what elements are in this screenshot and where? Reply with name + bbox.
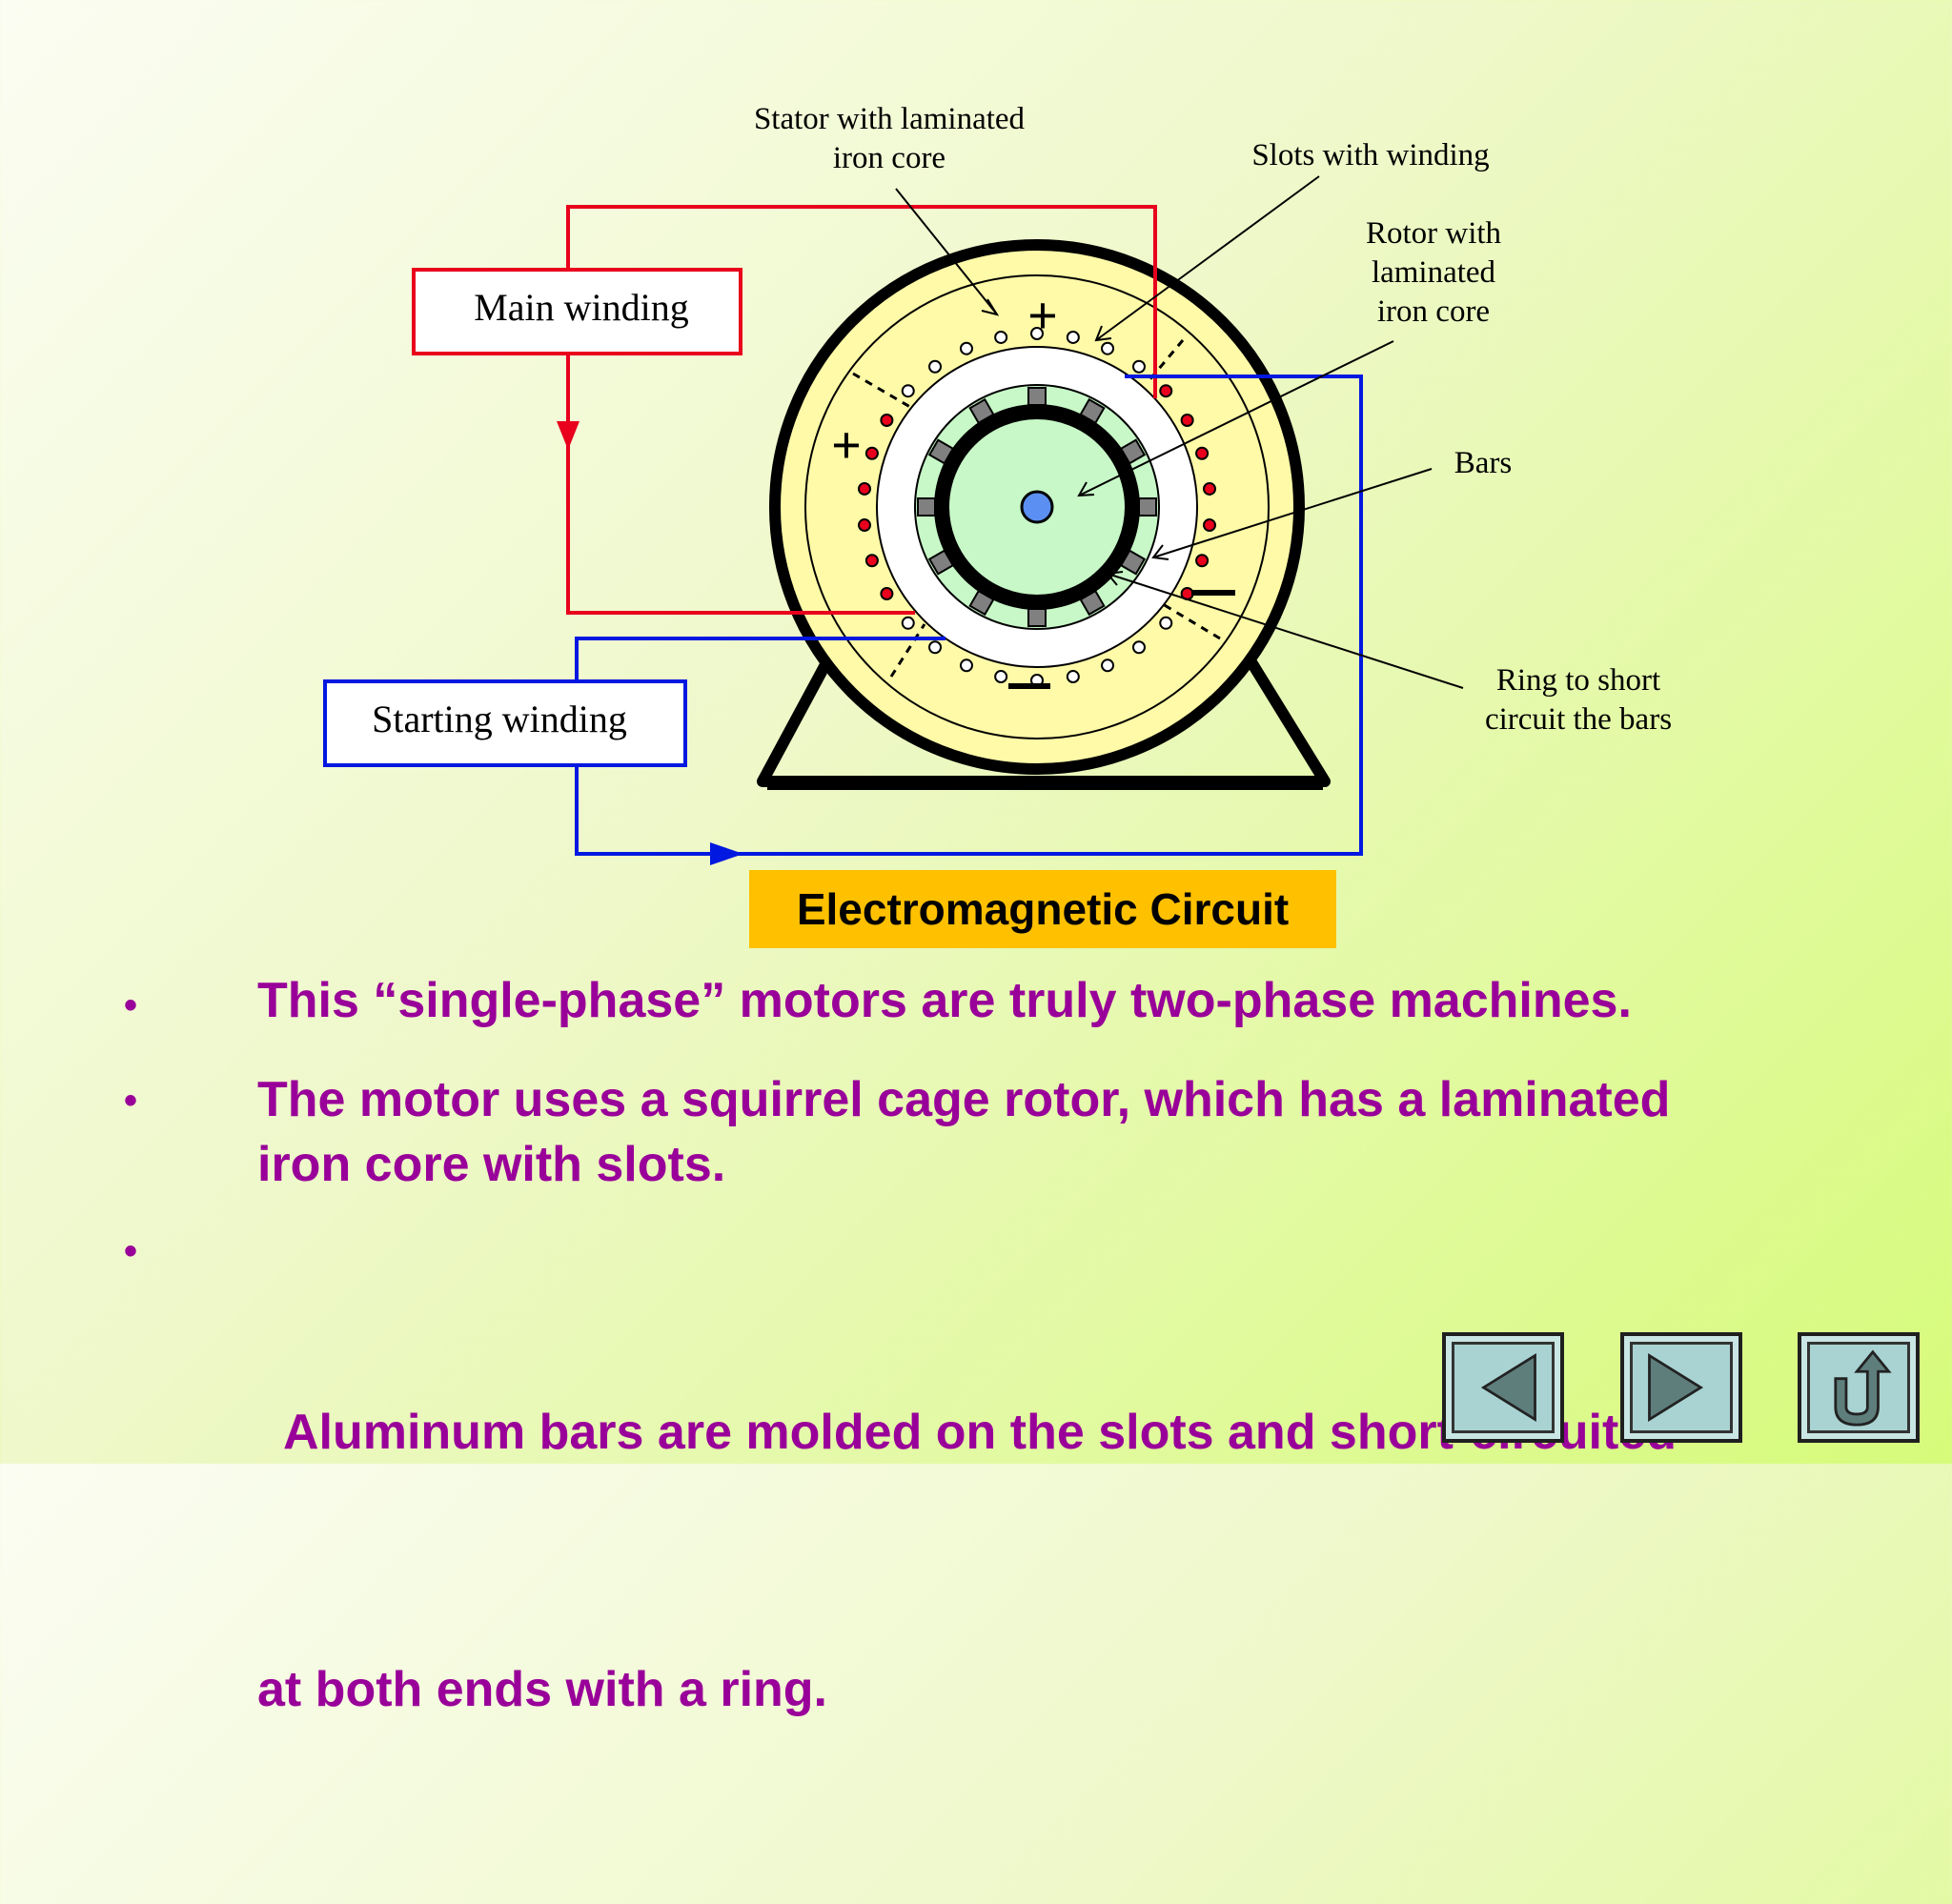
starting-winding-arrow	[710, 842, 743, 865]
motor-diagram: + + Main winding Starting winding Stator…	[323, 102, 1672, 865]
next-slide-button[interactable]	[1620, 1332, 1742, 1443]
slot-conductor	[880, 414, 894, 427]
bars-label: Bars	[1454, 446, 1513, 480]
bullet-marker: •	[124, 984, 138, 1026]
slot-conductor	[928, 640, 943, 655]
previous-slide-button[interactable]	[1442, 1332, 1564, 1443]
rotor-bar	[1119, 549, 1147, 576]
rotor-bar	[927, 438, 955, 465]
rotor-bar	[968, 589, 995, 617]
main-winding-box	[412, 268, 742, 355]
rotor-shaft	[1020, 490, 1054, 524]
slot-conductor	[1101, 658, 1115, 673]
bullet-line: iron core with slots.	[257, 1137, 726, 1192]
starting-winding-label: Starting winding	[372, 698, 627, 740]
plus-top: +	[1027, 287, 1058, 346]
slot-conductor	[857, 481, 871, 496]
slot-conductor	[1203, 518, 1217, 533]
ring-label-line2: circuit the bars	[1485, 702, 1672, 737]
slot-conductor	[1159, 384, 1173, 398]
slot-conductor	[1159, 616, 1173, 630]
slot-conductor	[1066, 670, 1080, 684]
forward-triangle-icon	[1648, 1352, 1704, 1423]
slot-conductor	[994, 330, 1008, 344]
slot-conductor	[959, 658, 973, 673]
slot-conductor	[1131, 359, 1146, 374]
rotor-bar	[1119, 438, 1147, 465]
plus-left: +	[831, 416, 862, 476]
rotor-bar	[1079, 397, 1106, 425]
bullet-text: Aluminum bars are molded on the slots an…	[257, 1218, 1952, 1904]
slots-label: Slots with winding	[1251, 138, 1489, 172]
slot-conductor	[864, 554, 879, 568]
rotor-bar	[968, 397, 995, 425]
slot-conductor	[1131, 640, 1146, 655]
rotor-label-line1: Rotor with	[1366, 216, 1502, 251]
bullet-line: at both ends with a ring.	[257, 1662, 827, 1717]
slot-conductor	[1101, 341, 1115, 355]
bullet-text: This “single-phase” motors are truly two…	[257, 972, 1952, 1029]
slot-conductor	[901, 384, 915, 398]
stator-label-line1: Stator with laminated	[754, 102, 1026, 136]
rotor-bars	[917, 387, 1157, 627]
bullet-marker: •	[124, 1230, 138, 1272]
bullet-text: The motor uses a squirrel cage rotor, wh…	[257, 1067, 1952, 1197]
rotor-bar	[1027, 608, 1047, 627]
slot-conductor	[928, 359, 943, 374]
bullet-line: Aluminum bars are molded on the slots an…	[257, 1405, 1677, 1460]
slot-conductor	[1195, 446, 1210, 460]
return-button[interactable]	[1798, 1332, 1920, 1443]
ring-label-line1: Ring to short	[1496, 663, 1660, 698]
rotor-bar	[927, 549, 955, 576]
slot-conductor	[880, 587, 894, 600]
slot-conductor	[1180, 414, 1194, 427]
rotor-bar	[1079, 589, 1106, 617]
bullet-line: This “single-phase” motors are truly two…	[257, 973, 1632, 1028]
stator-label-line2: iron core	[833, 141, 946, 175]
slot-conductor	[857, 518, 871, 533]
leader-lines	[895, 175, 1464, 689]
starting-winding-box	[323, 679, 687, 767]
main-winding-label: Main winding	[474, 286, 689, 329]
rotor-bar	[917, 497, 936, 517]
bullet-marker: •	[124, 1080, 138, 1122]
rotor-label-line3: iron core	[1377, 294, 1490, 329]
slot-conductor	[1066, 330, 1080, 344]
rotor-bar	[1027, 387, 1047, 406]
rotor-label-line2: laminated	[1372, 255, 1496, 290]
rotor-bar	[1138, 497, 1157, 517]
slot-conductor	[901, 616, 915, 630]
bullet-line: The motor uses a squirrel cage rotor, wh…	[257, 1072, 1671, 1127]
slot-conductors	[857, 327, 1217, 687]
slot-conductor	[1195, 554, 1210, 568]
return-arrow-icon	[1834, 1349, 1892, 1427]
slot-conductor	[1030, 327, 1044, 340]
diagram-caption: Electromagnetic Circuit	[749, 870, 1336, 948]
slot-conductor	[864, 446, 879, 460]
starting-winding-circuit	[575, 375, 1363, 856]
slot-conductor	[994, 670, 1008, 684]
slot-conductor	[1203, 481, 1217, 496]
back-triangle-icon	[1480, 1352, 1536, 1423]
main-winding-arrow	[557, 421, 580, 450]
slot-conductor	[959, 341, 973, 355]
